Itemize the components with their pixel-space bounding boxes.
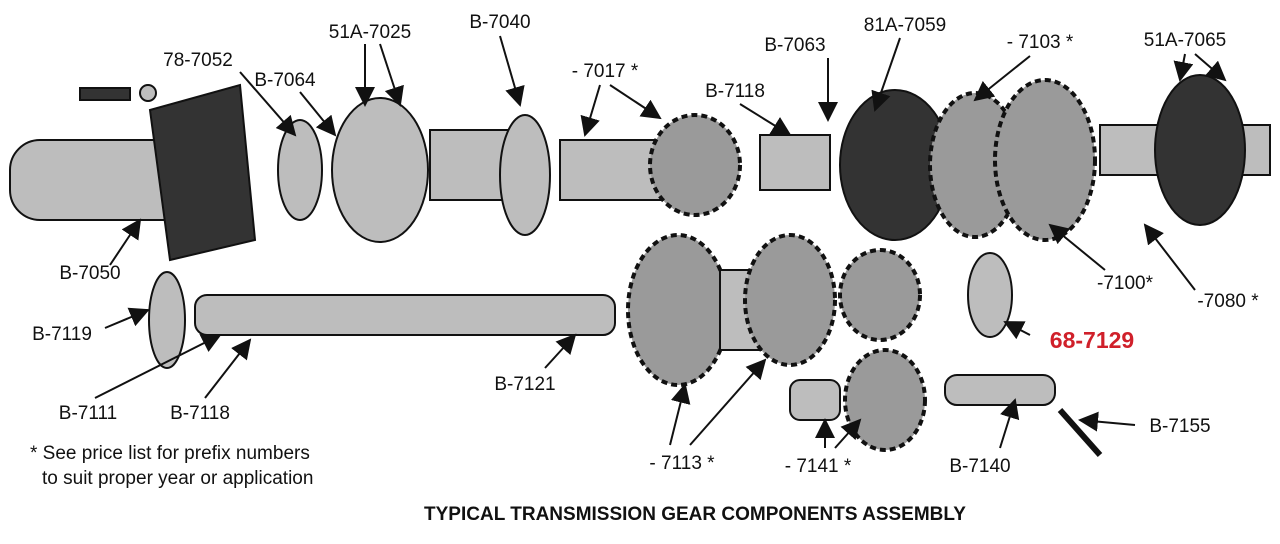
label-b-7040: B-7040 [469,12,530,33]
label-b-7063: B-7063 [764,35,825,56]
bearing-b7064 [277,119,323,221]
idler-shaft-b7140 [944,374,1056,406]
footnote-line-1: * See price list for prefix numbers [30,443,310,464]
label-b-7155: B-7155 [1149,416,1210,437]
washer-b7119 [148,271,186,369]
label-b-7119: B-7119 [32,324,92,345]
bolt [79,87,131,101]
bearing-51a7065 [1154,74,1246,226]
label-78-7052: 78-7052 [163,50,233,71]
label-7141: - 7141 * [785,456,852,477]
bushing-7141 [789,379,841,421]
cluster-gear-mid [743,233,837,367]
label-b-7050: B-7050 [59,263,120,284]
main-drive-gear [429,129,511,201]
label-7080: -7080 * [1197,291,1259,312]
label-b-7121: B-7121 [494,374,555,395]
lock-washer [139,84,157,102]
label-b-7118-bottom: B-7118 [170,403,230,424]
label-68-7129-highlight: 68-7129 [1050,327,1134,353]
bearing-retainer [148,83,257,262]
label-7017: - 7017 * [572,61,639,82]
label-b-7140: B-7140 [949,456,1010,477]
label-b-7111: B-7111 [59,403,117,424]
diagram-title: TYPICAL TRANSMISSION GEAR COMPONENTS ASS… [424,504,966,525]
footnote-line-2: to suit proper year or application [42,468,313,489]
parts-illustration [9,74,1271,457]
gear-7100 [993,78,1097,242]
label-b-7064: B-7064 [254,70,316,91]
label-7103: - 7103 * [1007,32,1074,53]
label-81a-7059: 81A-7059 [864,15,946,36]
label-51a-7065: 51A-7065 [1144,30,1226,51]
label-b-7118-top: B-7118 [705,81,765,102]
gear-7017 [648,113,742,217]
thrust-washer-68-7129 [967,252,1013,338]
reverse-idler-gear [843,348,927,452]
cluster-gear-small [838,248,922,342]
roller-bearing-b7118 [759,134,831,191]
label-7113: - 7113 * [649,453,715,474]
countershaft [194,294,616,336]
bearing-51a7025 [331,97,429,243]
label-7100: -7100* [1097,273,1154,294]
pin-b7155 [1057,408,1103,457]
cluster-gear-large [626,233,730,387]
leader-arrows [94,35,1227,449]
label-51a-7025: 51A-7025 [329,22,411,43]
washer-b7040 [499,114,551,236]
